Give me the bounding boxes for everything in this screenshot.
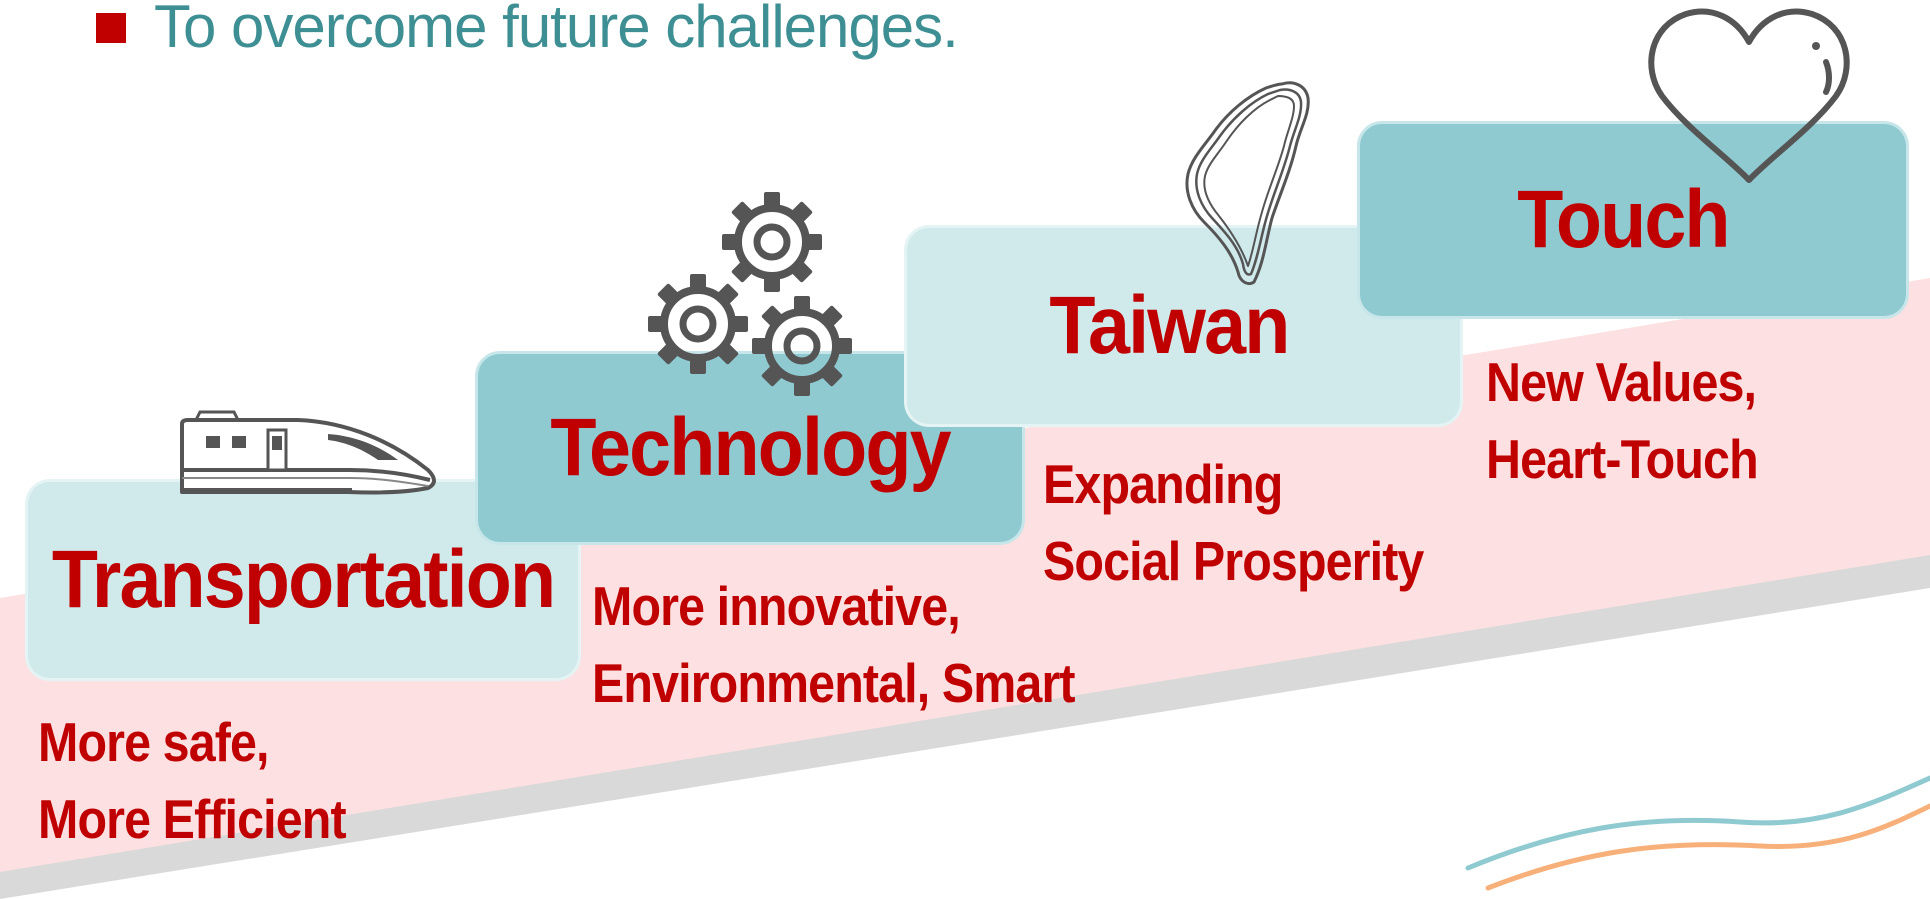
desc-transportation-line-2: More Efficient [38, 788, 347, 850]
bullet-point: To overcome future challenges. [96, 0, 959, 66]
desc-transportation: More safe, More Efficient [38, 704, 347, 858]
desc-transportation-line-1: More safe, [38, 711, 269, 773]
step-title-touch: Touch [1517, 174, 1730, 265]
ramp [0, 278, 1930, 872]
desc-technology-line-2: Environmental, Smart [592, 652, 1076, 714]
gears-icon [646, 184, 858, 402]
wave-orange [1485, 803, 1930, 891]
step-title-technology: Technology [550, 402, 951, 493]
heart-icon [1648, 8, 1850, 183]
desc-touch-line-2: Heart-Touch [1486, 428, 1759, 490]
desc-touch: New Values, Heart-Touch [1486, 344, 1759, 498]
desc-technology-line-1: More innovative, [592, 575, 961, 637]
step-title-taiwan: Taiwan [1048, 280, 1290, 371]
desc-touch-line-1: New Values, [1486, 351, 1757, 413]
taiwan-map-icon [1185, 81, 1310, 286]
train-icon [180, 410, 436, 495]
bullet-square-icon [96, 13, 126, 43]
wave-teal [1465, 775, 1930, 871]
desc-technology: More innovative, Environmental, Smart [592, 568, 1076, 722]
bullet-text: To overcome future challenges. [154, 0, 959, 60]
ramp-shadow [0, 548, 1930, 899]
desc-taiwan-line-2: Social Prosperity [1043, 530, 1424, 592]
step-touch: Touch [1360, 124, 1906, 316]
desc-taiwan: Expanding Social Prosperity [1043, 446, 1424, 600]
step-title-transportation: Transportation [51, 534, 556, 625]
desc-taiwan-line-1: Expanding [1043, 453, 1283, 515]
